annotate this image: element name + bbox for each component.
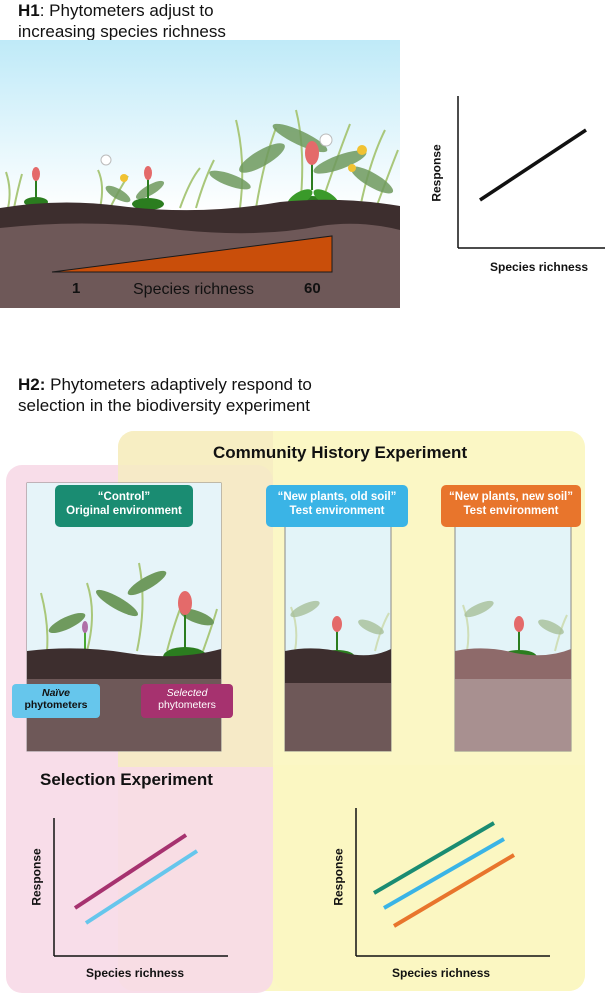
h1-heading: H1: Phytometers adjust to increasing spe… xyxy=(18,0,318,42)
selection-graph xyxy=(53,818,228,957)
env-control-line1: “Control” xyxy=(97,491,151,503)
h1-dandelions xyxy=(100,133,367,182)
selection-graph-xlabel: Species richness xyxy=(86,966,185,980)
h1-response-line xyxy=(479,128,587,202)
h1-gradient-min: 1 xyxy=(72,280,81,297)
env-old-soil-line2: Test environment xyxy=(289,505,385,517)
naive-line1: Naïve xyxy=(41,687,71,699)
h1-grasses xyxy=(5,109,399,209)
community-title: Community History Experiment xyxy=(213,443,468,462)
community-graph-ylabel: Response xyxy=(331,848,346,906)
h1-landscape xyxy=(0,40,400,308)
new-soil-scene xyxy=(454,516,572,752)
community-new-soil-line xyxy=(392,853,516,928)
h2-heading: H2: Phytometers adaptively respond to se… xyxy=(18,374,358,416)
env-label-new-soil: “New plants, new soil” Test environment xyxy=(441,485,581,527)
h1-line1: : Phytometers adjust to xyxy=(39,1,214,20)
selection-graph-ylabel: Response xyxy=(29,848,44,906)
h2-prefix: H2: xyxy=(18,375,46,394)
env-new-soil-line1: “New plants, new soil” xyxy=(449,491,573,503)
selection-selected-line xyxy=(73,833,188,910)
h1-phytometer-medium xyxy=(132,166,164,210)
old-soil-scene xyxy=(284,516,392,752)
h1-gradient-label: Species richness xyxy=(133,281,254,298)
selected-phytometers-label: Selected phytometers xyxy=(141,684,233,718)
h1-graph-xlabel: Species richness xyxy=(490,260,589,274)
h1-gradient-max: 60 xyxy=(304,280,321,297)
naive-phytometers-label: Naïve phytometers xyxy=(12,684,100,718)
h1-richness-wedge xyxy=(51,235,333,273)
h1-graph xyxy=(457,96,605,249)
h1-sky xyxy=(0,40,400,212)
selected-line1: Selected xyxy=(166,687,208,699)
community-old-soil-line xyxy=(383,837,505,910)
h2-line1: Phytometers adaptively respond to xyxy=(45,375,312,394)
env-control-line2: Original environment xyxy=(66,505,182,517)
h1-line2: increasing species richness xyxy=(18,22,226,41)
community-graph-xlabel: Species richness xyxy=(392,966,491,980)
selection-naive-line xyxy=(84,849,199,925)
naive-line2: phytometers xyxy=(24,699,88,711)
env-old-soil-line1: “New plants, old soil” xyxy=(277,491,397,503)
env-new-soil-line2: Test environment xyxy=(463,505,559,517)
env-label-control: “Control” Original environment xyxy=(55,485,193,527)
community-graph xyxy=(355,808,550,957)
selection-title: Selection Experiment xyxy=(40,770,213,789)
community-panel-lower xyxy=(273,765,585,991)
env-label-old-soil: “New plants, old soil” Test environment xyxy=(266,485,408,527)
h2-line2: selection in the biodiversity experiment xyxy=(18,396,310,415)
h1-prefix: H1 xyxy=(18,1,40,20)
community-control-line xyxy=(372,821,496,895)
selected-line2: phytometers xyxy=(158,699,216,711)
h1-graph-ylabel: Response xyxy=(429,144,444,202)
